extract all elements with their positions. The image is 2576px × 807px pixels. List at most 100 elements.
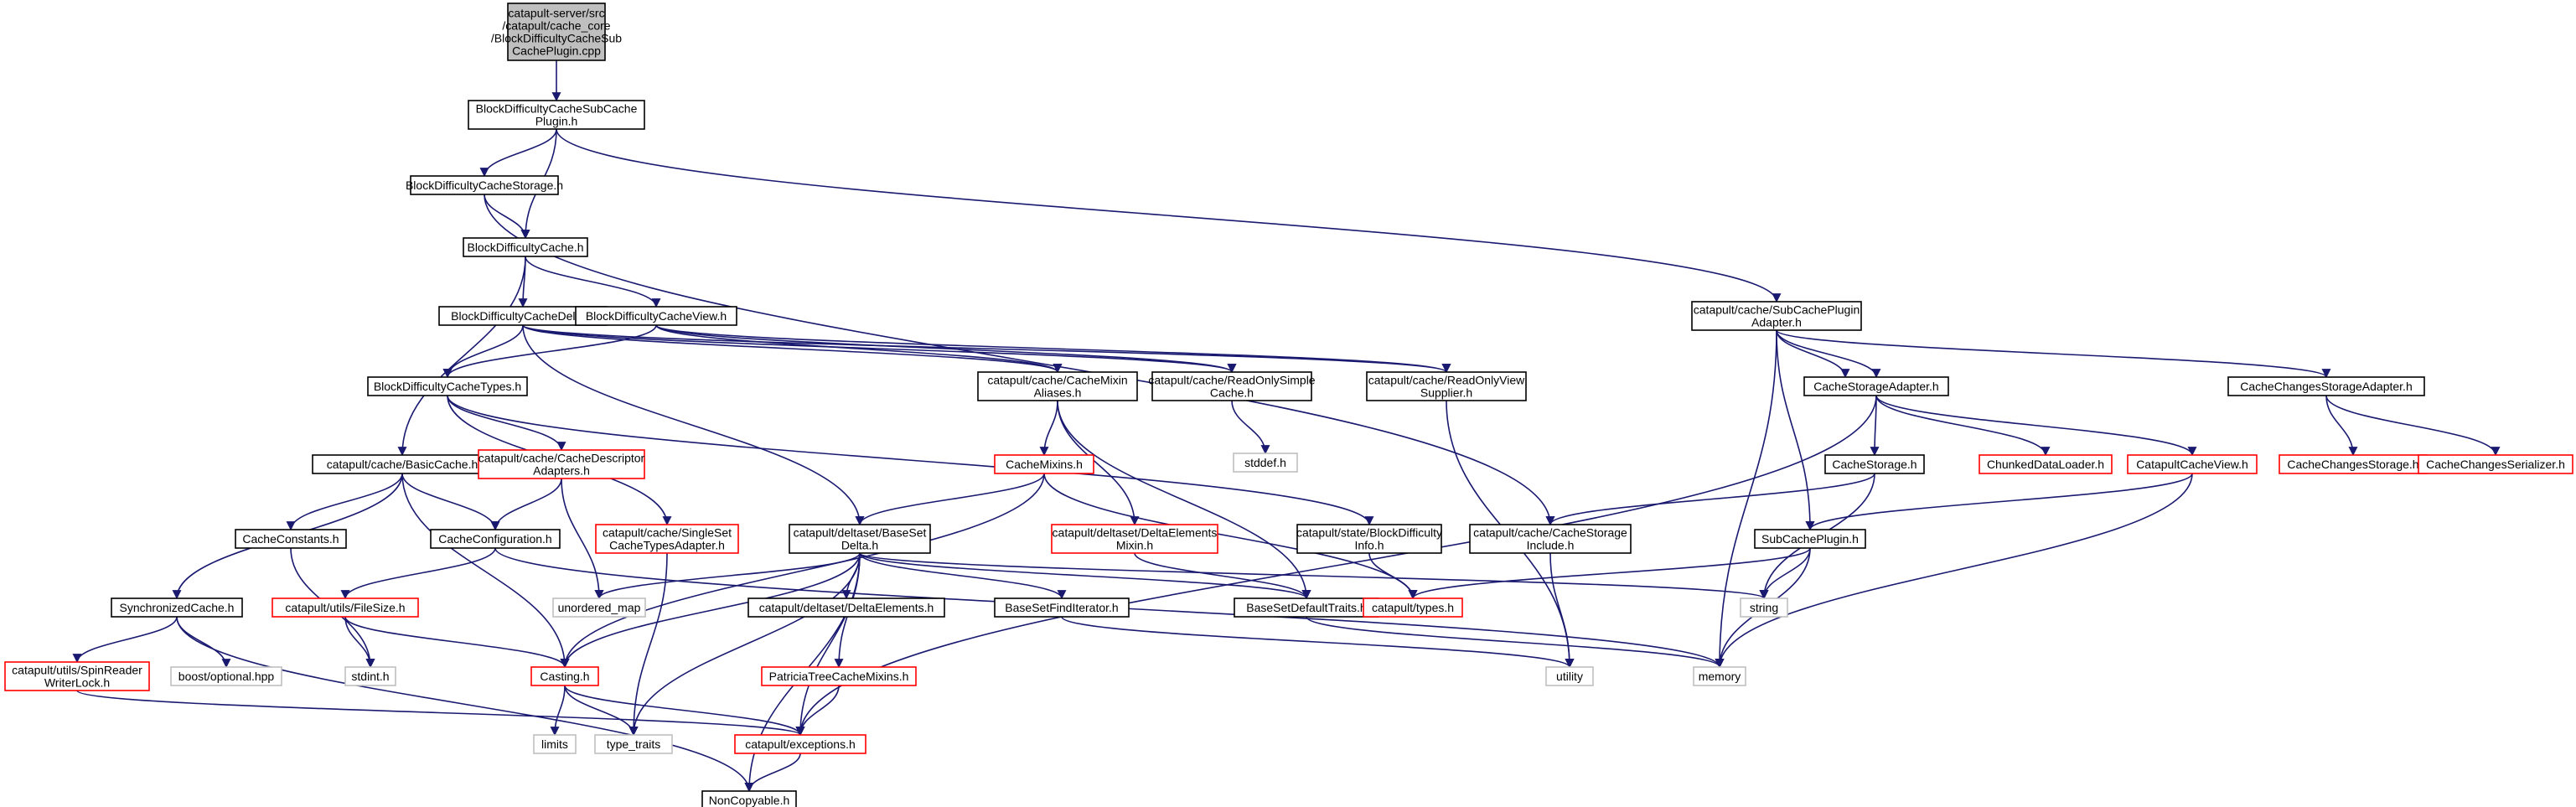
node-changes-adapter[interactable]: CacheChangesStorageAdapter.h [2227,376,2425,396]
node-delta-elements[interactable]: catapult/deltaset/DeltaElements.h [747,597,945,618]
node-box [994,597,1130,618]
edge-baseset-delta-to-find-iterator [859,552,1067,600]
node-label: BlockDifficultyCacheDelta.h [451,309,595,323]
node-label: string [1750,601,1778,614]
node-label: Aliases.h [1034,386,1082,400]
node-label: catapult/cache/CacheMixin [987,374,1127,387]
node-noncopyable[interactable]: NonCopyable.h [701,790,797,807]
node-stddef: stddef.h [1233,453,1298,473]
node-box [272,597,419,618]
edge-storage-h-to-cache-h [484,194,530,240]
node-box [4,661,150,691]
edge-synchronized-to-boost-optional [176,616,231,669]
include-edges [72,60,2501,793]
node-box [1366,371,1527,401]
node-box [761,666,917,686]
edge-cache-h-to-basic-cache [397,256,526,457]
node-types-core[interactable]: catapult/types.h [1363,597,1463,618]
node-filesize[interactable]: catapult/utils/FileSize.h [272,597,419,618]
node-label: CacheMixins.h [1006,458,1083,471]
edge-find-iterator-to-utility [1061,616,1575,669]
node-label: CacheStorageAdapter.h [1813,380,1938,393]
edge-subcache-plugin-to-types-core [1408,547,1811,600]
node-label: Include.h [1527,539,1575,552]
edge-baseset-delta-to-type-traits [628,552,861,737]
node-changes-serializer[interactable]: CacheChangesSerializer.h [2418,454,2573,474]
node-box [789,524,931,554]
node-storage-adapter[interactable]: CacheStorageAdapter.h [1803,376,1949,396]
node-string: string [1740,597,1788,618]
node-label: catapult/cache/CacheStorage [1473,526,1627,540]
edge-casting-to-limits [550,685,566,737]
node-box [468,100,645,130]
node-casting[interactable]: Casting.h [530,666,599,686]
node-constants[interactable]: CacheConstants.h [235,529,347,549]
node-basic-cache[interactable]: catapult/cache/BasicCache.h [312,454,493,474]
node-label: CatapultCacheView.h [2136,458,2248,471]
edge-types-h-to-block-difficulty-info [447,395,1374,526]
node-label: catapult/cache/BasicCache.h [327,458,478,471]
node-label: catapult/utils/SpinReader [12,664,142,677]
edge-plugin-h-to-subcache-adapter [556,128,1782,303]
node-view-h[interactable]: BlockDifficultyCacheView.h [575,306,737,326]
node-box [1824,454,1925,474]
node-delta-h[interactable]: BlockDifficultyCacheDelta.h [438,306,608,326]
node-configuration[interactable]: CacheConfiguration.h [430,529,561,549]
node-root[interactable]: catapult-server/src/catapult/cache_core/… [491,3,622,61]
node-box [747,597,945,618]
node-boost-optional: boost/optional.hpp [170,666,282,686]
node-label: catapult/cache/SubCachePlugin [1694,303,1860,317]
edge-baseset-delta-to-default-traits [859,552,1311,600]
edge-view-h-to-readonly-view [655,324,1451,374]
node-cache-storage[interactable]: CacheStorage.h [1824,454,1925,474]
node-label: catapult/cache/SingleSet [603,526,732,540]
node-box [1233,453,1298,473]
node-changes-storage[interactable]: CacheChangesStorage.h [2279,454,2428,474]
edge-storage-adapter-to-chunked [1875,395,2051,457]
edge-block-difficulty-info-to-types-core [1368,552,1418,600]
node-patricia[interactable]: PatriciaTreeCacheMixins.h [761,666,917,686]
node-singleset[interactable]: catapult/cache/SingleSetCacheTypesAdapte… [595,524,739,554]
node-synchronized[interactable]: SynchronizedCache.h [111,597,243,618]
node-label: /BlockDifficultyCacheSub [491,32,622,45]
node-label: WriterLock.h [44,676,110,690]
node-label: catapult/cache/ReadOnlyView [1368,374,1525,387]
node-storage-h[interactable]: BlockDifficultyCacheStorage.h [406,175,563,195]
node-catapult-view[interactable]: CatapultCacheView.h [2127,454,2258,474]
node-subcache-plugin[interactable]: SubCachePlugin.h [1754,529,1866,549]
node-types-h[interactable]: BlockDifficultyCacheTypes.h [367,376,528,396]
node-cache-h[interactable]: BlockDifficultyCache.h [463,237,588,257]
edge-basic-cache-to-configuration [401,473,500,531]
node-box [170,666,282,686]
edge-patricia-to-exceptions [795,685,840,737]
node-box [1803,376,1949,396]
edge-mixin-aliases-to-cache-mixins [1039,400,1058,457]
node-box [1740,597,1788,618]
node-box [1051,524,1218,554]
node-label: BlockDifficultyCacheSubCache [476,102,638,116]
node-find-iterator[interactable]: BaseSetFindIterator.h [994,597,1130,618]
edge-changes-adapter-to-changes-storage [2325,395,2358,457]
node-default-traits[interactable]: BaseSetDefaultTraits.h [1234,597,1379,618]
node-unordered-map: unordered_map [552,597,646,618]
edge-subcache-adapter-to-subcache-plugin [1776,329,1815,531]
node-label: ChunkedDataLoader.h [1987,458,2104,471]
node-exceptions[interactable]: catapult/exceptions.h [734,734,866,754]
node-label: catapult/cache/CacheDescriptor [478,452,645,465]
node-cache-mixins[interactable]: CacheMixins.h [994,454,1094,474]
node-chunked[interactable]: ChunkedDataLoader.h [1979,454,2113,474]
edge-catapult-view-to-memory [1715,473,2193,669]
node-limits: limits [533,734,577,754]
